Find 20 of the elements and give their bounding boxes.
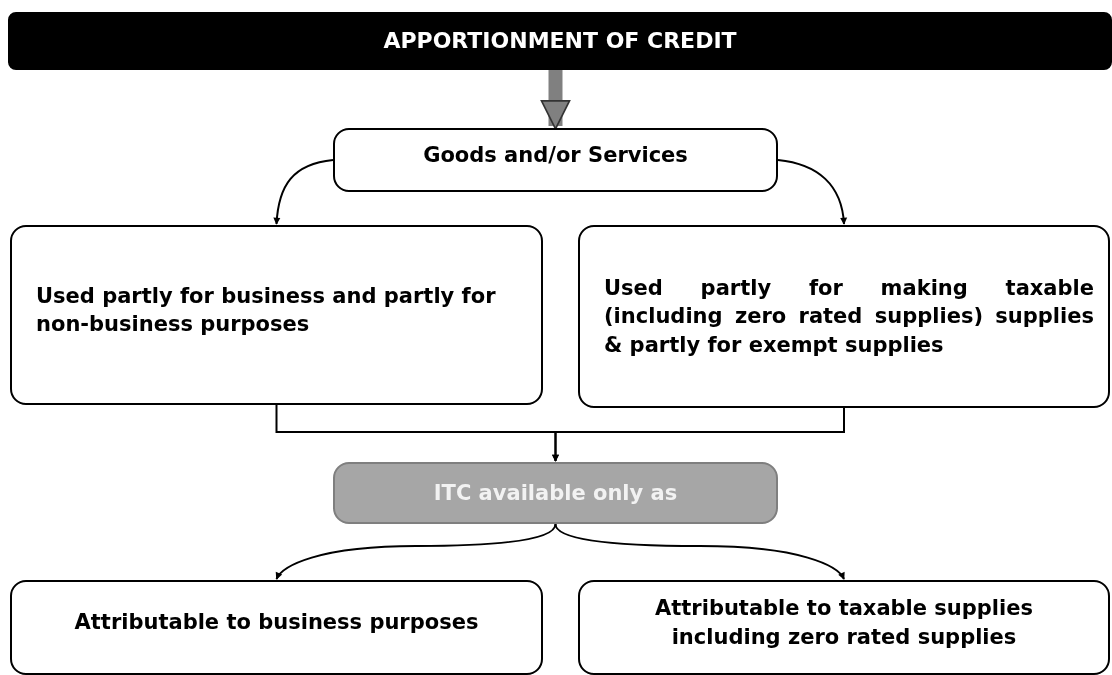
arrow	[540, 70, 571, 130]
process-box	[578, 225, 1110, 408]
arrow	[275, 523, 557, 580]
process-box	[333, 462, 778, 524]
process-box	[333, 128, 778, 192]
box-text: APPORTIONMENT OF CREDIT	[383, 27, 737, 56]
arrow	[273, 159, 334, 225]
box-text: Attributable to taxable supplies including zero rated supplies	[654, 595, 1034, 651]
box-text: Used partly for making taxable (including zero rated supplies) supplies & partly for exempt supplies	[604, 275, 1094, 359]
process-box	[578, 580, 1110, 675]
process-box	[10, 580, 543, 675]
title-banner	[8, 12, 1112, 70]
box-text: Goods and/or Services	[423, 141, 688, 169]
box-text: ITC available only as	[433, 479, 678, 507]
box-text: Used partly for business and partly for non-business purposes	[36, 282, 497, 338]
box-text: Attributable to business purposes	[74, 609, 479, 637]
arrow	[777, 159, 847, 225]
arrow	[552, 407, 845, 462]
arrow	[554, 523, 845, 580]
process-box	[10, 225, 543, 405]
